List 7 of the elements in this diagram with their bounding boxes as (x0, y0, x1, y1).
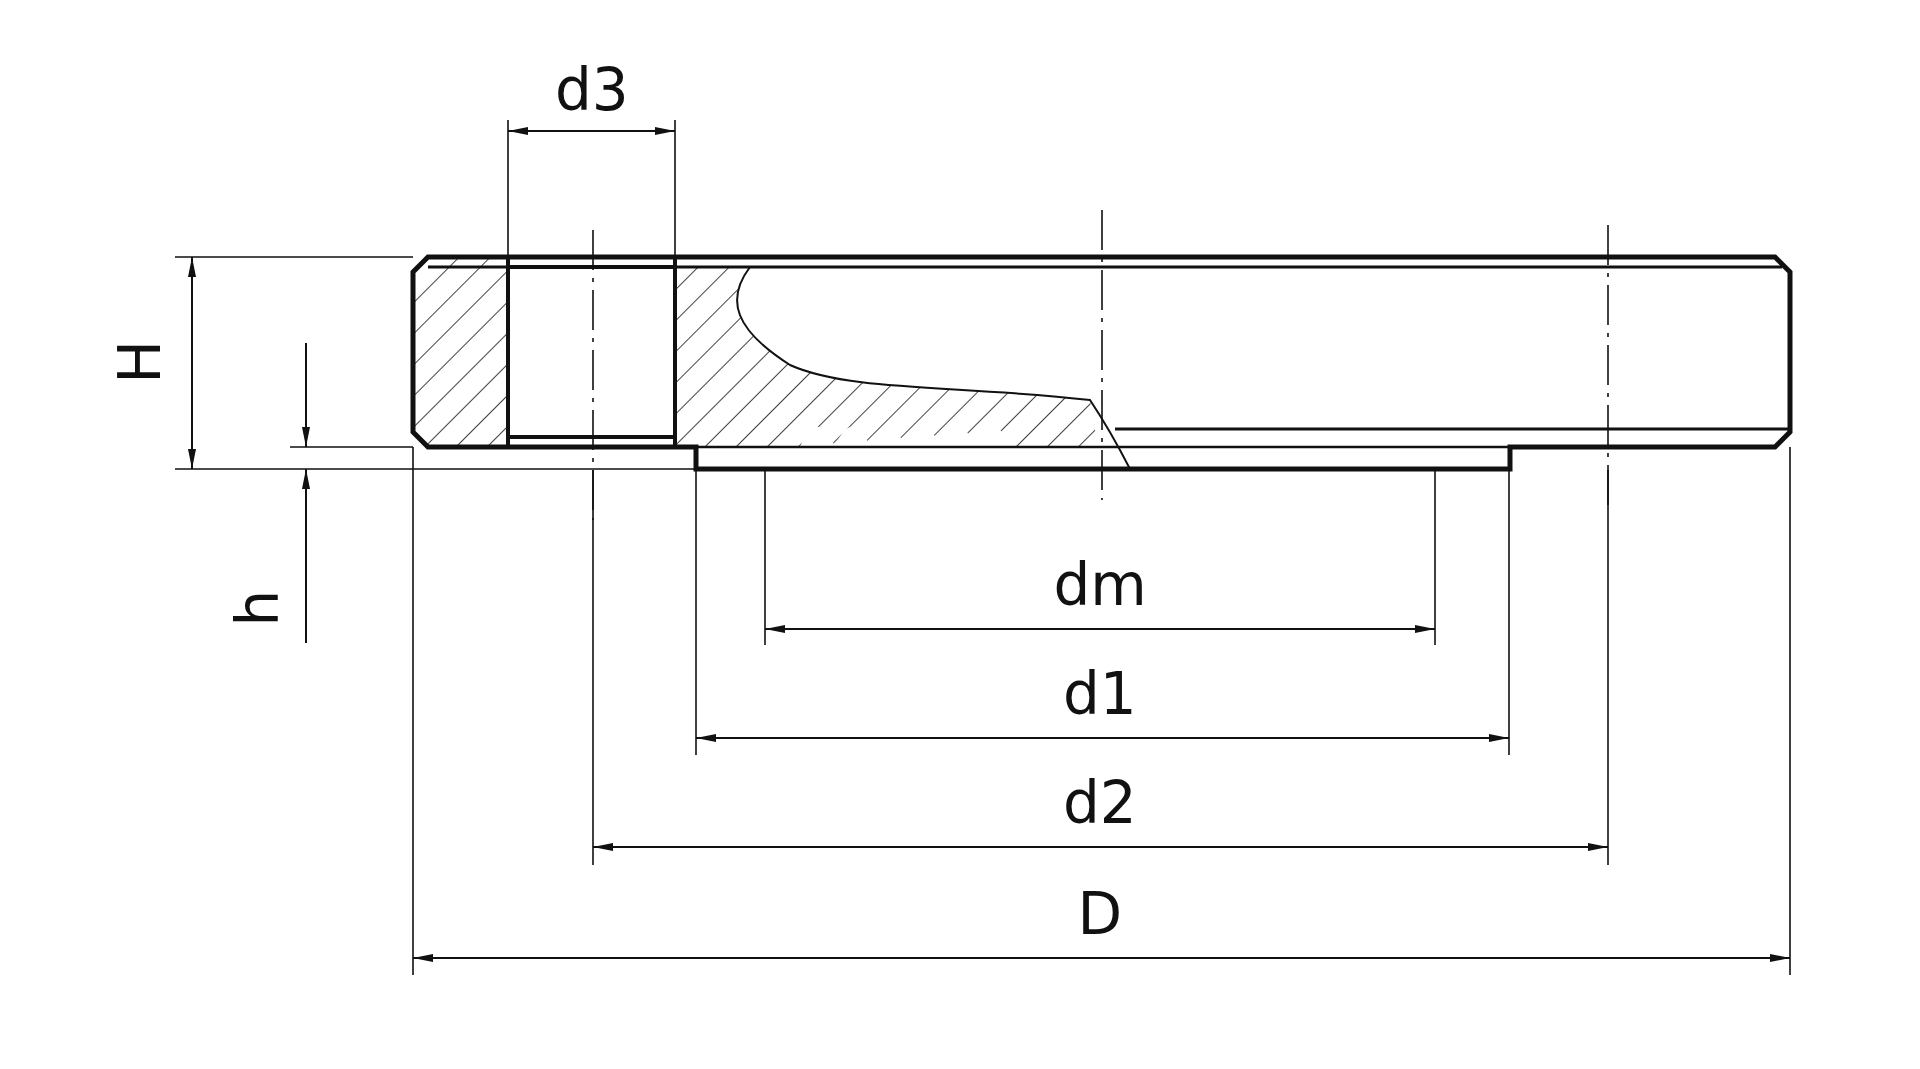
dimension-label: h (228, 589, 287, 627)
dimension-label: d1 (1063, 665, 1137, 723)
dimension-label: d2 (1063, 774, 1137, 832)
dimension-label: D (1077, 885, 1123, 943)
dimension-label: d3 (555, 61, 629, 119)
dimension-label: dm (1053, 556, 1147, 614)
dimension-label: H (110, 340, 169, 384)
